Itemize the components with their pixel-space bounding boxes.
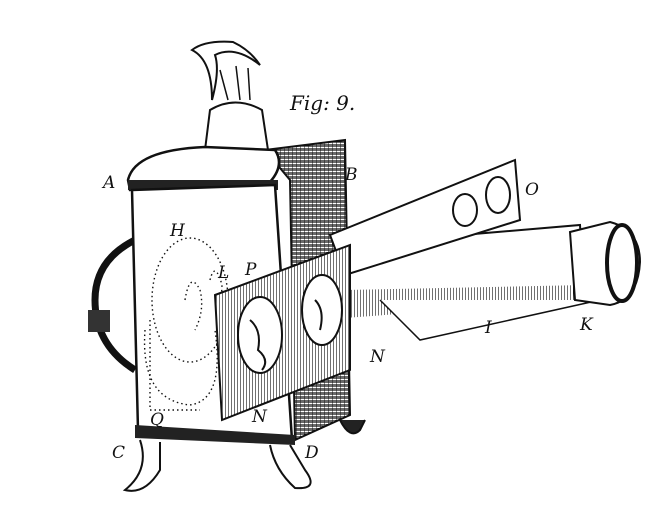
label-K: K — [579, 315, 594, 335]
label-N-right: N — [369, 347, 386, 367]
label-H: H — [169, 221, 186, 241]
label-A: A — [101, 173, 115, 193]
figure-caption: Fig: 9. — [289, 91, 355, 115]
chimney — [190, 40, 270, 151]
label-C: C — [112, 443, 125, 463]
label-Q: Q — [150, 410, 164, 430]
legs — [122, 419, 366, 492]
label-D: D — [304, 443, 319, 463]
label-I: I — [484, 318, 492, 338]
label-N-lower: N — [251, 407, 268, 427]
label-O: O — [525, 180, 539, 200]
glass-slide — [213, 243, 351, 422]
label-P: P — [244, 260, 257, 280]
reflector-wheel — [88, 236, 137, 373]
label-L: L — [217, 263, 229, 283]
box-lid — [126, 145, 281, 192]
label-B: B — [344, 165, 358, 185]
